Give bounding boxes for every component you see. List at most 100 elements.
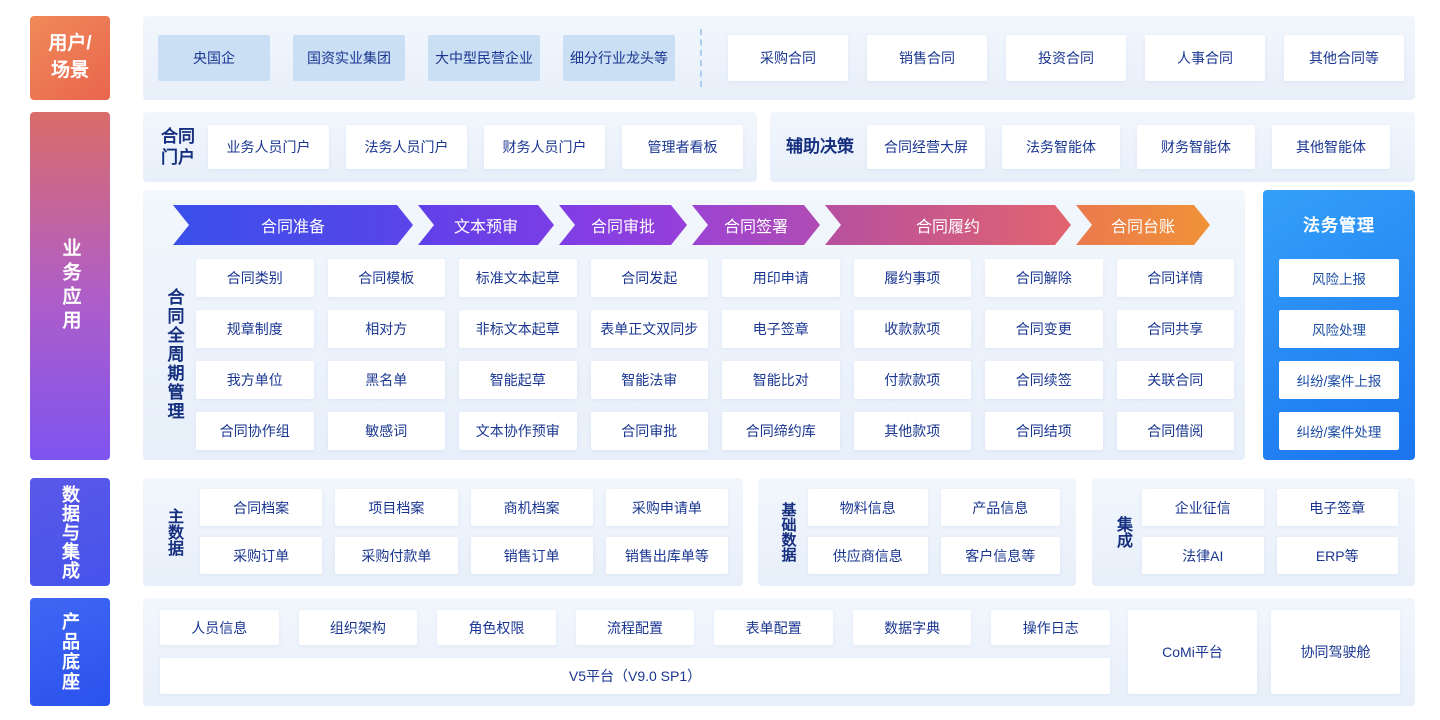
decision-list: 合同经营大屏法务智能体财务智能体其他智能体 (867, 125, 1390, 169)
rail-band-user-scene-line2: 场景 (50, 60, 89, 81)
decision-box: 合同经营大屏 (867, 125, 985, 169)
lifecycle-grid-cell: 智能比对 (722, 361, 840, 399)
product-base-right: CoMi平台协同驾驶舱 (1128, 610, 1400, 694)
basic-data-box: 物料信息 (808, 489, 928, 526)
legal-item-box: 纠纷/案件上报 (1279, 361, 1399, 399)
portal-section-label-line2: 门户 (161, 148, 195, 167)
lifecycle-grid-cell: 用印申请 (722, 259, 840, 297)
lifecycle-grid-cell: 合同结项 (985, 412, 1103, 450)
scenario-dashed-divider (700, 29, 702, 87)
lifecycle-grid-cell: 关联合同 (1116, 361, 1234, 399)
legal-management-title: 法务管理 (1303, 216, 1375, 235)
decision-panel: 辅助决策 合同经营大屏法务智能体财务智能体其他智能体 (770, 112, 1415, 182)
platform-module-box: 表单配置 (714, 610, 833, 645)
lifecycle-grid-cell: 我方单位 (196, 361, 314, 399)
integration-box: 企业征信 (1142, 489, 1264, 526)
portal-list: 业务人员门户法务人员门户财务人员门户管理者看板 (208, 125, 743, 169)
legal-item-box: 风险上报 (1279, 259, 1399, 297)
flow-stage-arrow: 合同台账 (1076, 205, 1210, 245)
lifecycle-grid-cell: 合同借阅 (1116, 412, 1234, 450)
customer-type-list: 央国企国资实业集团大中型民营企业细分行业龙头等 (158, 35, 675, 81)
decision-section-label: 辅助决策 (786, 137, 854, 157)
v5-platform-bar: V5平台（V9.0 SP1） (160, 658, 1110, 694)
lifecycle-grid-cell: 合同解除 (985, 259, 1103, 297)
platform-module-box: 数据字典 (852, 610, 972, 645)
lifecycle-grid-cell: 合同协作组 (196, 412, 314, 450)
lifecycle-grid-cell: 合同续签 (985, 361, 1103, 399)
master-data-box: 商机档案 (470, 489, 593, 526)
lifecycle-grid-cell: 文本协作预审 (459, 412, 577, 450)
platform-side-box: CoMi平台 (1128, 610, 1257, 694)
rail-band-business-apps: 业务应用 (30, 112, 110, 460)
lifecycle-grid-cell: 合同审批 (590, 412, 708, 450)
lifecycle-grid-cell: 合同模板 (327, 259, 445, 297)
lifecycle-grid-cell: 敏感词 (327, 412, 445, 450)
lifecycle-grid: 合同类别合同模板标准文本起草合同发起用印申请履约事项合同解除合同详情规章制度相对… (196, 259, 1234, 450)
master-data-grid: 合同档案项目档案商机档案采购申请单采购订单采购付款单销售订单销售出库单等 (200, 489, 728, 574)
platform-module-box: 流程配置 (575, 610, 695, 645)
flow-stage-arrow: 合同审批 (559, 205, 687, 245)
master-data-label: 主数据 (165, 508, 182, 556)
lifecycle-grid-cell: 合同缔约库 (722, 412, 840, 450)
contract-type-box: 采购合同 (728, 35, 848, 81)
lifecycle-vertical-label: 合同全周期管理 (164, 287, 184, 421)
portal-box: 财务人员门户 (484, 125, 605, 169)
product-base-left: 人员信息组织架构角色权限流程配置表单配置数据字典操作日志 V5平台（V9.0 S… (160, 610, 1111, 694)
decision-box: 财务智能体 (1137, 125, 1255, 169)
lifecycle-grid-cell: 相对方 (327, 310, 445, 348)
portal-panel: 合同 门户 业务人员门户法务人员门户财务人员门户管理者看板 (143, 112, 757, 182)
scenario-panel: 央国企国资实业集团大中型民营企业细分行业龙头等 采购合同销售合同投资合同人事合同… (143, 16, 1415, 100)
rail-band-product-base: 产品底座 (30, 598, 110, 706)
decision-box: 其他智能体 (1272, 125, 1390, 169)
decision-box: 法务智能体 (1002, 125, 1120, 169)
lifecycle-grid-cell: 合同发起 (590, 259, 708, 297)
rail-band-user-scene: 用户/ 场景 (30, 16, 110, 100)
master-data-panel: 主数据 合同档案项目档案商机档案采购申请单采购订单采购付款单销售订单销售出库单等 (143, 478, 743, 586)
portal-box: 管理者看板 (622, 125, 743, 169)
customer-type-chip: 央国企 (158, 35, 270, 81)
lifecycle-grid-cell: 合同详情 (1116, 259, 1234, 297)
lifecycle-grid-cell: 合同共享 (1116, 310, 1234, 348)
portal-section-label-line1: 合同 (161, 126, 195, 146)
contract-type-box: 销售合同 (867, 35, 987, 81)
master-data-box: 采购订单 (200, 537, 323, 574)
lifecycle-grid-cell: 智能起草 (459, 361, 577, 399)
flow-stage-arrow: 文本预审 (418, 205, 554, 245)
rail-band-user-scene-line1: 用户/ (48, 33, 92, 55)
basic-data-box: 供应商信息 (808, 537, 928, 574)
lifecycle-grid-cell: 黑名单 (327, 361, 445, 399)
basic-data-box: 客户信息等 (940, 537, 1060, 574)
flow-stage-arrow: 合同履约 (825, 205, 1071, 245)
basic-data-grid: 物料信息产品信息供应商信息客户信息等 (808, 489, 1060, 574)
basic-data-label: 基础数据 (779, 502, 797, 562)
flow-stage-arrow: 合同准备 (173, 205, 413, 245)
lifecycle-grid-cell: 收款款项 (853, 310, 971, 348)
portal-section-label: 合同 门户 (161, 126, 195, 169)
contract-type-list: 采购合同销售合同投资合同人事合同其他合同等 (728, 35, 1404, 81)
master-data-box: 采购申请单 (605, 489, 728, 526)
lifecycle-grid-cell: 合同变更 (985, 310, 1103, 348)
basic-data-box: 产品信息 (940, 489, 1060, 526)
legal-item-list: 风险上报风险处理纠纷/案件上报纠纷/案件处理 (1279, 259, 1399, 450)
lifecycle-grid-cell: 标准文本起草 (459, 259, 577, 297)
rail-band-data-integration: 数据与集成 (30, 478, 110, 586)
customer-type-chip: 大中型民营企业 (428, 35, 540, 81)
integration-box: 电子签章 (1276, 489, 1398, 526)
product-base-panel: 人员信息组织架构角色权限流程配置表单配置数据字典操作日志 V5平台（V9.0 S… (143, 598, 1415, 706)
portal-box: 业务人员门户 (208, 125, 329, 169)
master-data-box: 销售出库单等 (605, 537, 728, 574)
lifecycle-grid-cell: 智能法审 (590, 361, 708, 399)
lifecycle-grid-cell: 表单正文双同步 (590, 310, 708, 348)
lifecycle-flow: 合同准备 文本预审 合同审批 合同签署 合同履约 合同台账 (173, 205, 1210, 245)
contract-type-box: 投资合同 (1006, 35, 1126, 81)
platform-module-box: 组织架构 (298, 610, 418, 645)
master-data-box: 合同档案 (200, 489, 323, 526)
integration-box: ERP等 (1276, 537, 1398, 574)
flow-stage-arrow: 合同签署 (692, 205, 820, 245)
platform-side-box: 协同驾驶舱 (1271, 610, 1400, 694)
product-base-module-list: 人员信息组织架构角色权限流程配置表单配置数据字典操作日志 (160, 610, 1111, 645)
contract-type-box: 其他合同等 (1284, 35, 1404, 81)
